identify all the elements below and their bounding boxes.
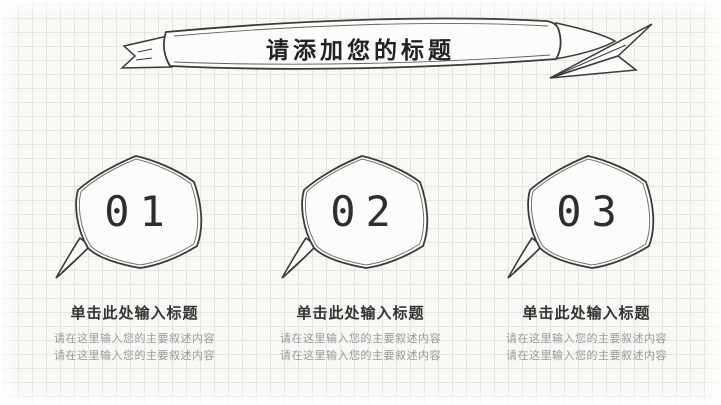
item-number: 03 (556, 186, 627, 236)
item-body-line: 请在这里输入您的主要叙述内容 (506, 349, 667, 362)
item-number: 02 (330, 186, 401, 236)
slide-title-placeholder[interactable]: 请添加您的标题 (266, 38, 455, 64)
paper-plane-icon (549, 23, 653, 79)
item-column-1: 01 单击此处输入标题 请在这里输入您的主要叙述内容 请在这里输入您的主要叙述内… (37, 146, 233, 364)
ribbon-banner (120, 17, 617, 70)
item-body-placeholder[interactable]: 请在这里输入您的主要叙述内容 请在这里输入您的主要叙述内容 (54, 330, 215, 364)
item-body-line: 请在这里输入您的主要叙述内容 (280, 332, 441, 345)
item-badge: 02 (276, 146, 446, 286)
item-title-placeholder[interactable]: 单击此处输入标题 (296, 304, 425, 322)
items-row: 01 单击此处输入标题 请在这里输入您的主要叙述内容 请在这里输入您的主要叙述内… (0, 146, 721, 364)
item-number: 01 (104, 186, 175, 236)
item-body-line: 请在这里输入您的主要叙述内容 (54, 349, 215, 362)
item-body-line: 请在这里输入您的主要叙述内容 (506, 332, 667, 345)
item-body-placeholder[interactable]: 请在这里输入您的主要叙述内容 请在这里输入您的主要叙述内容 (280, 330, 441, 364)
item-title-placeholder[interactable]: 单击此处输入标题 (522, 304, 651, 322)
item-column-2: 02 单击此处输入标题 请在这里输入您的主要叙述内容 请在这里输入您的主要叙述内… (263, 146, 459, 364)
item-body-placeholder[interactable]: 请在这里输入您的主要叙述内容 请在这里输入您的主要叙述内容 (506, 330, 667, 364)
item-title-placeholder[interactable]: 单击此处输入标题 (70, 304, 199, 322)
item-badge: 01 (50, 146, 220, 286)
item-body-line: 请在这里输入您的主要叙述内容 (280, 349, 441, 362)
item-badge: 03 (502, 146, 672, 286)
item-column-3: 03 单击此处输入标题 请在这里输入您的主要叙述内容 请在这里输入您的主要叙述内… (489, 146, 685, 364)
item-body-line: 请在这里输入您的主要叙述内容 (54, 332, 215, 345)
